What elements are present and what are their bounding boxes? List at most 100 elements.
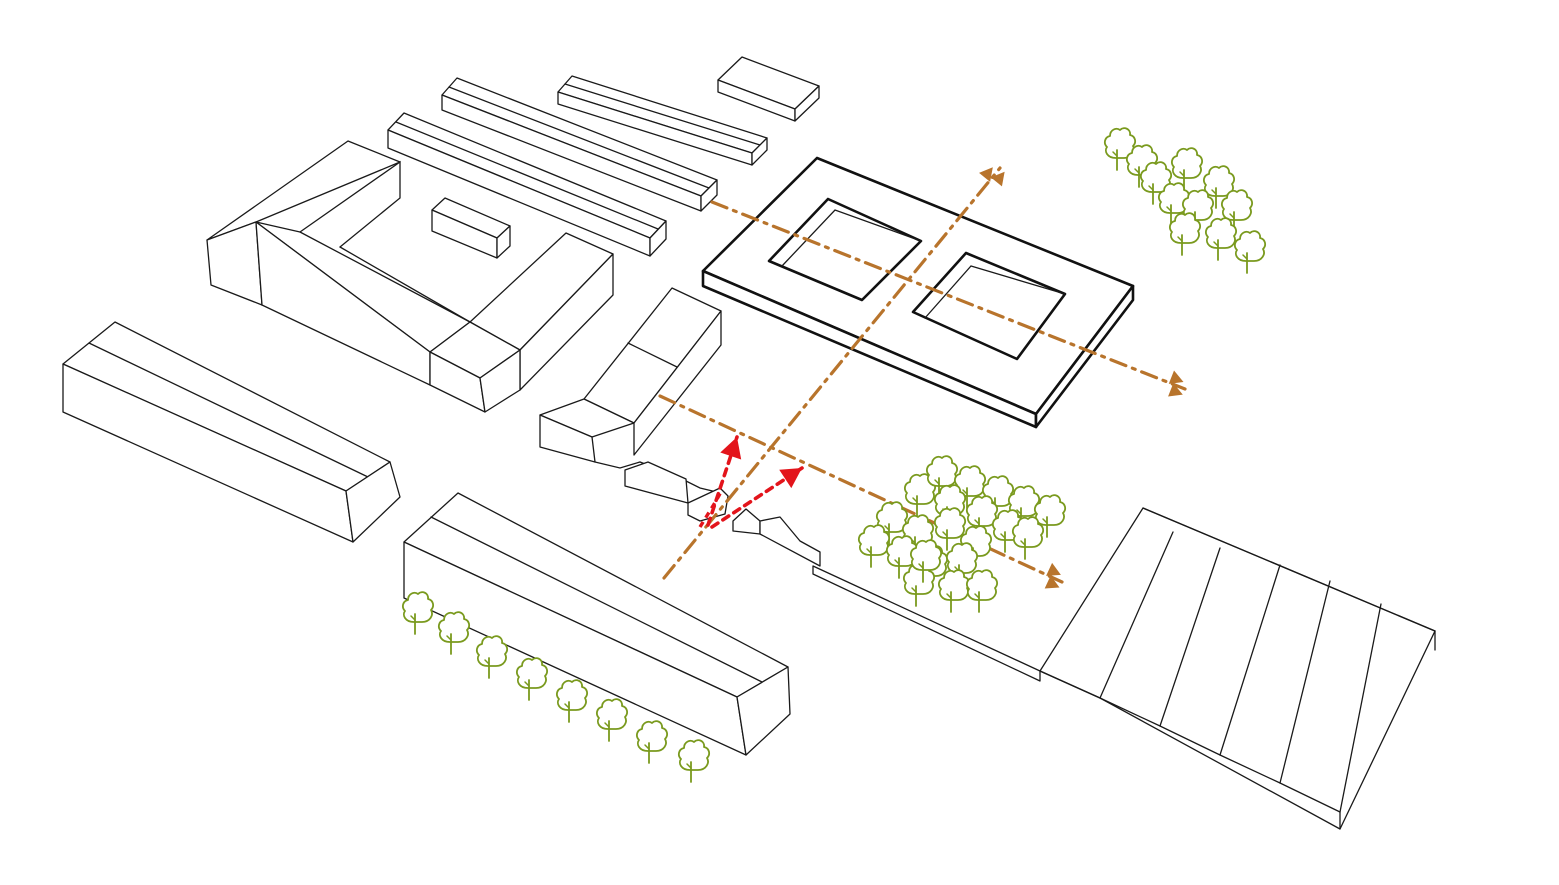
small-block-courtyard — [431, 197, 511, 259]
long-bar-south — [403, 492, 791, 756]
tree-icon-crown — [677, 739, 711, 771]
tree-icon — [635, 720, 669, 764]
tree-icon-crown — [1103, 127, 1137, 159]
tree-icon — [1204, 217, 1238, 261]
tree-icon-branch — [1016, 509, 1022, 515]
tree-icon-crown — [965, 569, 999, 601]
tree-icon — [933, 507, 967, 551]
tree-icon-branch — [974, 519, 980, 525]
tree-icon-crown — [515, 657, 549, 689]
tree-icon-branch — [942, 531, 948, 537]
tree-icon-branch — [866, 548, 872, 554]
access-arrow-east — [710, 466, 804, 529]
tree-icon-crown — [945, 542, 979, 574]
tree-icon — [1139, 161, 1173, 205]
tree-icon-branch — [1000, 533, 1006, 539]
long-bar-3 — [387, 112, 667, 257]
long-bar-2 — [441, 77, 718, 212]
tree-icon-crown — [857, 524, 891, 556]
tree-icon — [965, 569, 999, 613]
axis-transversal — [662, 166, 1005, 580]
tree-icon — [595, 698, 629, 742]
tree-icon-crown — [1233, 230, 1267, 262]
tree-icon — [1011, 516, 1045, 560]
small-block-top — [717, 56, 820, 122]
tree-icon-crown — [1139, 161, 1173, 193]
tree-icon-branch — [884, 525, 890, 531]
tree-icon-crown — [909, 539, 943, 571]
tree-icon — [401, 591, 435, 635]
tree-icon-branch — [974, 593, 980, 599]
axis-longitudinal-south-line — [658, 394, 1064, 584]
tree-icon-branch — [446, 635, 452, 641]
tree-icon-branch — [1166, 206, 1172, 212]
tree-icon-crown — [875, 501, 909, 533]
u-shaped-courtyard-block — [206, 140, 614, 413]
tree-icon-crown — [1168, 212, 1202, 244]
axis-longitudinal-south-arrowhead-b — [1046, 562, 1061, 576]
tree-icon-crown — [555, 679, 589, 711]
tree-icon — [555, 679, 589, 723]
tree-icon — [857, 524, 891, 568]
tree-icon-branch — [1211, 189, 1217, 195]
access-arrow-north-arrowhead — [720, 437, 742, 460]
tree-icon-crown — [475, 635, 509, 667]
axes-layer — [658, 166, 1187, 589]
tree-icon — [1168, 212, 1202, 256]
tree-icon-crown — [925, 455, 959, 487]
tree-icon — [437, 611, 471, 655]
axis-transversal-line — [662, 166, 1002, 580]
tree-icon-crown — [937, 569, 971, 601]
tree-icon — [1033, 494, 1067, 538]
axis-longitudinal-north — [710, 200, 1187, 397]
l-shaped-building — [539, 287, 726, 495]
tree-icon — [875, 501, 909, 545]
tree-icon-branch — [962, 489, 968, 495]
axis-longitudinal-south — [658, 394, 1064, 589]
tree-icon-branch — [1179, 171, 1185, 177]
axis-longitudinal-north-arrowhead-b — [1168, 370, 1184, 384]
tree-icon-branch — [1242, 254, 1248, 260]
tree-cluster-center — [857, 455, 1067, 613]
tree-icon-branch — [410, 615, 416, 621]
access-layer — [698, 435, 804, 529]
tree-icon-crown — [965, 495, 999, 527]
tree-icon — [909, 539, 943, 583]
tree-icon — [945, 542, 979, 586]
tree-icon — [1202, 165, 1236, 209]
access-origin-mark — [698, 489, 724, 528]
tree-icon-branch — [1229, 213, 1235, 219]
tree-icon — [1103, 127, 1137, 171]
tree-icon — [1233, 230, 1267, 274]
tree-icon-branch — [1020, 540, 1026, 546]
sawtooth-shed-building — [1039, 507, 1436, 830]
tree-icon-crown — [903, 473, 937, 505]
entrance-wall-south — [732, 508, 1041, 682]
tree-icon-branch — [934, 479, 940, 485]
tree-icon-branch — [946, 593, 952, 599]
tree-icon-branch — [918, 563, 924, 569]
tree-icon-branch — [1042, 518, 1048, 524]
tree-icon-crown — [933, 484, 967, 516]
axis-transversal-arrowhead-b — [979, 167, 993, 182]
tree-icon — [925, 455, 959, 499]
tree-icon-branch — [524, 681, 530, 687]
tree-icon — [903, 473, 937, 517]
tree-cluster-northeast — [1103, 127, 1267, 274]
tree-row-south — [401, 591, 711, 783]
access-arrow-north — [706, 435, 742, 527]
new-building-with-two-courtyards — [701, 156, 1135, 429]
tree-icon-branch — [686, 763, 692, 769]
access-arrow-east-arrowhead — [779, 468, 802, 489]
long-bar-west — [62, 321, 401, 543]
tree-icon — [677, 739, 711, 783]
tree-icon-branch — [604, 722, 610, 728]
tree-icon-branch — [1148, 185, 1154, 191]
tree-icon-branch — [644, 744, 650, 750]
tree-icon-crown — [933, 507, 967, 539]
tree-icon — [1220, 189, 1254, 233]
tree-icon-crown — [1011, 516, 1045, 548]
tree-icon-branch — [911, 587, 917, 593]
tree-icon-crown — [595, 698, 629, 730]
